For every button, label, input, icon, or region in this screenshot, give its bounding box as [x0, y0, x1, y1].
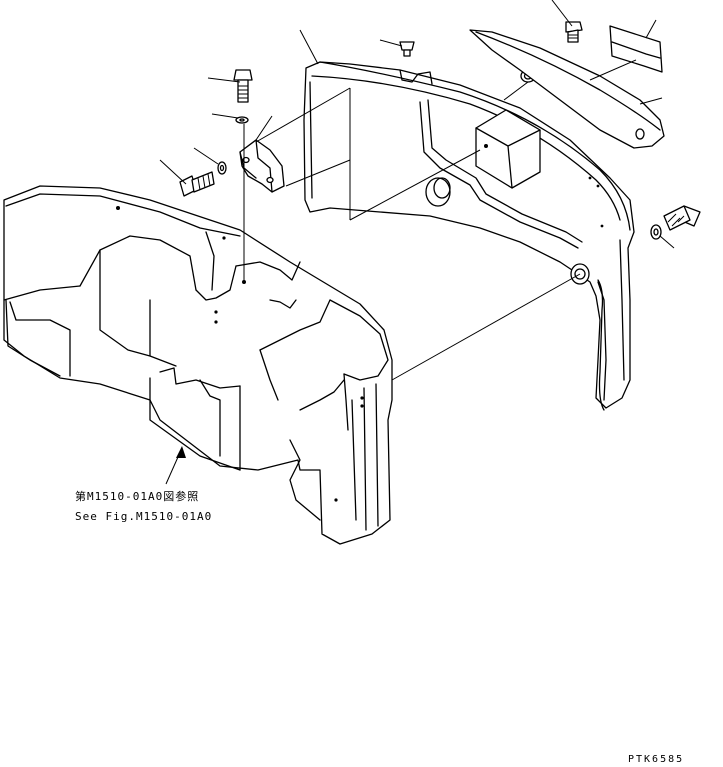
- washer-vertical: [235, 116, 249, 124]
- caution-plate: [609, 25, 663, 73]
- cover-plate: [469, 29, 665, 149]
- bolt-horizontal-left: [179, 171, 215, 197]
- drawing-code: PTK6585: [628, 754, 685, 765]
- callout-lines: [159, 0, 675, 249]
- screw-top: [399, 41, 415, 57]
- reference-note-english: See Fig.M1510-01A0: [75, 510, 213, 523]
- washer-right: [650, 224, 662, 240]
- reference-arrow: [165, 446, 186, 485]
- bolt-horizontal-right: [663, 205, 701, 231]
- screw-cover: [565, 21, 583, 43]
- revolving-frame: [3, 185, 393, 545]
- washer-left: [217, 161, 227, 175]
- bolt-vertical: [233, 69, 253, 103]
- bracket: [239, 139, 285, 193]
- assembly-lines: [243, 87, 581, 381]
- reference-note-japanese: 第M1510-01A0図参照: [75, 490, 200, 503]
